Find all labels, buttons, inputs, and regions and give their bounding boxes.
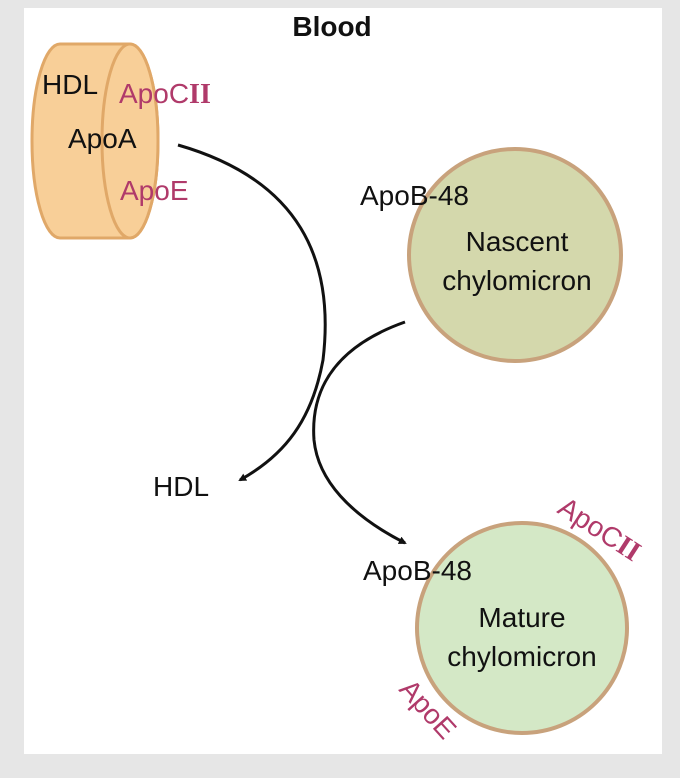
mature-chylomicron-circle — [415, 521, 629, 735]
blood-title: Blood — [292, 11, 371, 42]
nascent-label-line2: chylomicron — [442, 265, 591, 296]
hdl-cylinder-face — [100, 42, 160, 240]
apoe-label: ApoE — [120, 175, 189, 206]
nascent-chylomicron: ApoB-48 Nascent chylomicron — [360, 147, 623, 363]
nascent-label-line1: Nascent — [466, 226, 569, 257]
hdl-target-label: HDL — [153, 471, 209, 502]
apocii-label: ApoCII — [119, 78, 211, 110]
hdl-particle: HDL ApoCII ApoA ApoE — [30, 42, 211, 240]
mature-label-line2: chylomicron — [447, 641, 596, 672]
mature-apob48-label: ApoB-48 — [363, 555, 472, 586]
apoa-label: ApoA — [68, 123, 137, 154]
hdl-label: HDL — [42, 69, 98, 100]
nascent-apob48-label: ApoB-48 — [360, 180, 469, 211]
mature-chylomicron: ApoB-48 Mature chylomicron ApoCII ApoE — [363, 491, 646, 745]
nascent-chylomicron-circle — [407, 147, 623, 363]
arrow-hdl-to-hdl — [177, 143, 327, 482]
mature-label-line1: Mature — [478, 602, 565, 633]
arrow-nascent-to-mature — [312, 320, 407, 545]
